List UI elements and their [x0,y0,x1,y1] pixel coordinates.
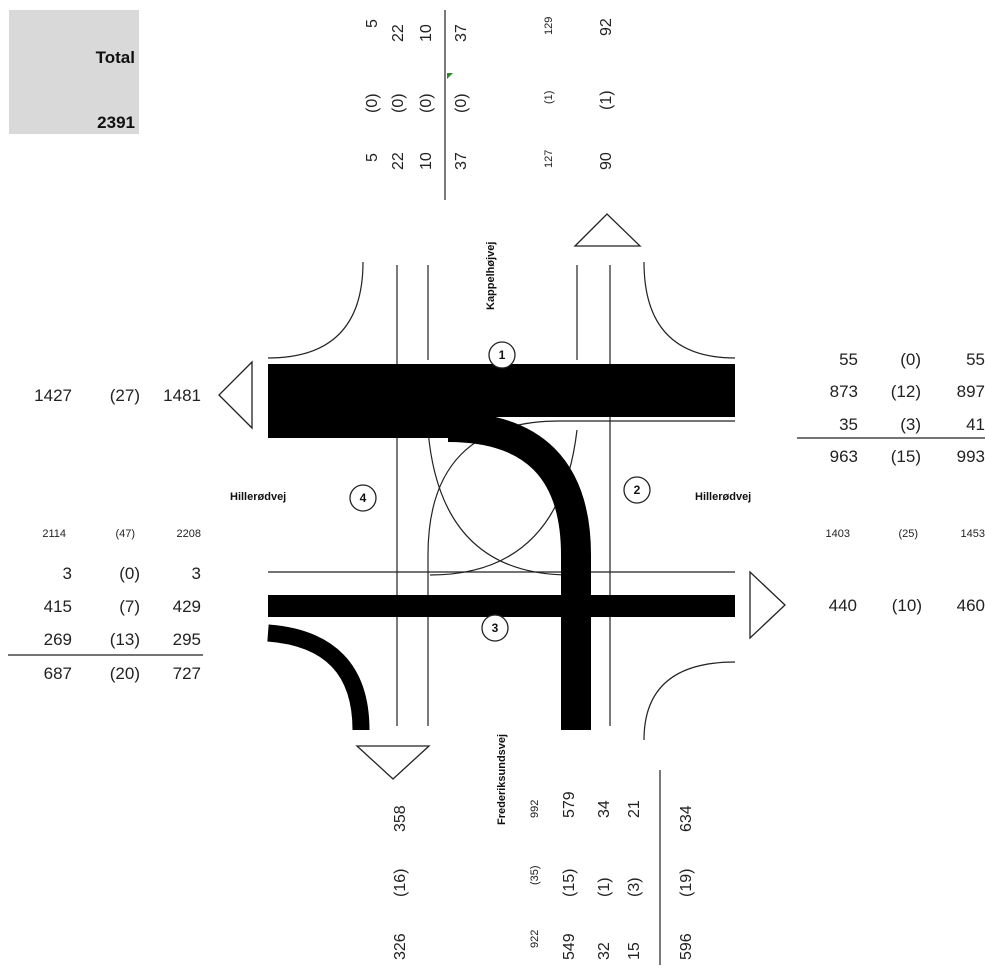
south-cell: (19) [678,869,695,897]
west-exit-triangle [218,360,253,430]
node-3-circle [481,614,509,642]
south-cell: 32 [596,942,613,960]
west-out-cell: (27) [110,386,140,405]
north-cell: (0) [453,93,470,113]
north-cell: (1) [598,90,615,110]
south-cell: (1) [596,877,613,897]
road-lines [267,261,736,741]
west-cell: 727 [173,664,201,683]
south-cell: (15) [561,869,578,897]
north-cell: 22 [390,24,407,42]
table-separators [8,10,985,965]
east-out-cell: 440 [829,596,857,615]
west-section-cell: (47) [115,528,135,540]
total-label: Total [95,48,135,67]
north-cell: 5 [364,19,381,28]
west-cell: 429 [173,597,201,616]
north-cell: 10 [418,152,435,170]
thick-flows [267,364,735,731]
street-south-name: Frederiksundsvej [496,734,508,825]
east-cell: 55 [839,350,858,369]
south-cell: 21 [626,800,643,818]
node-1-circle [488,341,516,369]
west-cell: (0) [119,564,140,583]
total-box: Total 2391 [9,10,139,134]
west-cell: 3 [63,564,72,583]
north-cell: (1) [543,91,555,104]
south-cell: (3) [626,877,643,897]
south-cell: 34 [596,800,613,818]
node-1-label: 1 [499,348,506,362]
node-circles [349,341,651,642]
east-cell: 897 [957,382,985,401]
east-cell: 873 [830,382,858,401]
south-out-cell: (16) [392,869,409,897]
south-section-cell: 922 [529,930,541,948]
east-cell: (3) [900,415,921,434]
west-cell: (20) [110,664,140,683]
north-cell: (0) [390,93,407,113]
west-out-cell: 1481 [163,386,201,405]
east-cell: (0) [900,350,921,369]
west-section-cell: 2208 [177,528,201,540]
north-cell: 22 [390,152,407,170]
east-cell: (12) [891,382,921,401]
west-cell: 3 [192,564,201,583]
east-section-cell: (25) [898,528,918,540]
north-cell: 37 [453,24,470,42]
south-section-cell: 992 [529,800,541,818]
south-cell: 634 [678,805,695,832]
east-cell: (15) [891,447,921,466]
east-cell: 35 [839,415,858,434]
west-cell: (13) [110,630,140,649]
south-out-cell: 326 [392,933,409,960]
north-cell: (0) [364,93,381,113]
east-cell: 41 [966,415,985,434]
north-cell: 129 [543,17,555,35]
east-section-cell: 1403 [826,528,850,540]
west-cell: 269 [44,630,72,649]
total-value: 2391 [97,113,135,132]
south-cell: 579 [561,791,578,818]
direction-triangles [218,213,786,780]
north-cell: 90 [598,152,615,170]
north-cell: 37 [453,152,470,170]
south-cell: 15 [626,942,643,960]
south-cell: 549 [561,933,578,960]
node-2-circle [623,476,651,504]
north-cell: 5 [364,153,381,162]
north-cell: (0) [418,93,435,113]
west-cell: 415 [44,597,72,616]
east-cell: 55 [966,350,985,369]
south-cell: 596 [678,933,695,960]
west-cell: (7) [119,597,140,616]
street-north-name: Kappelhøjvej [485,242,497,310]
north-cell: 10 [418,24,435,42]
west-out-cell: 1427 [34,386,72,405]
east-exit-triangle [749,570,786,640]
east-cell: 963 [830,447,858,466]
east-cell: 993 [957,447,985,466]
node-4-circle [349,484,377,512]
south-section-cell: (35) [529,865,541,885]
node-4-label: 4 [360,491,367,505]
south-exit-triangle [355,745,431,780]
street-west-name: Hillerødvej [230,491,286,503]
north-exit-triangle [573,213,642,247]
west-section-cell: 2114 [42,528,66,540]
east-out-cell: 460 [957,596,985,615]
east-section-cell: 1453 [961,528,985,540]
south-out-cell: 358 [392,805,409,832]
west-cell: 295 [173,630,201,649]
node-2-label: 2 [634,483,641,497]
north-cell: 92 [598,18,615,36]
north-cell: 127 [543,150,555,168]
cell-comment-marker [447,73,453,79]
west-cell: 687 [44,664,72,683]
node-3-label: 3 [492,621,499,635]
east-out-cell: (10) [892,596,922,615]
street-east-name: Hillerødvej [695,491,751,503]
